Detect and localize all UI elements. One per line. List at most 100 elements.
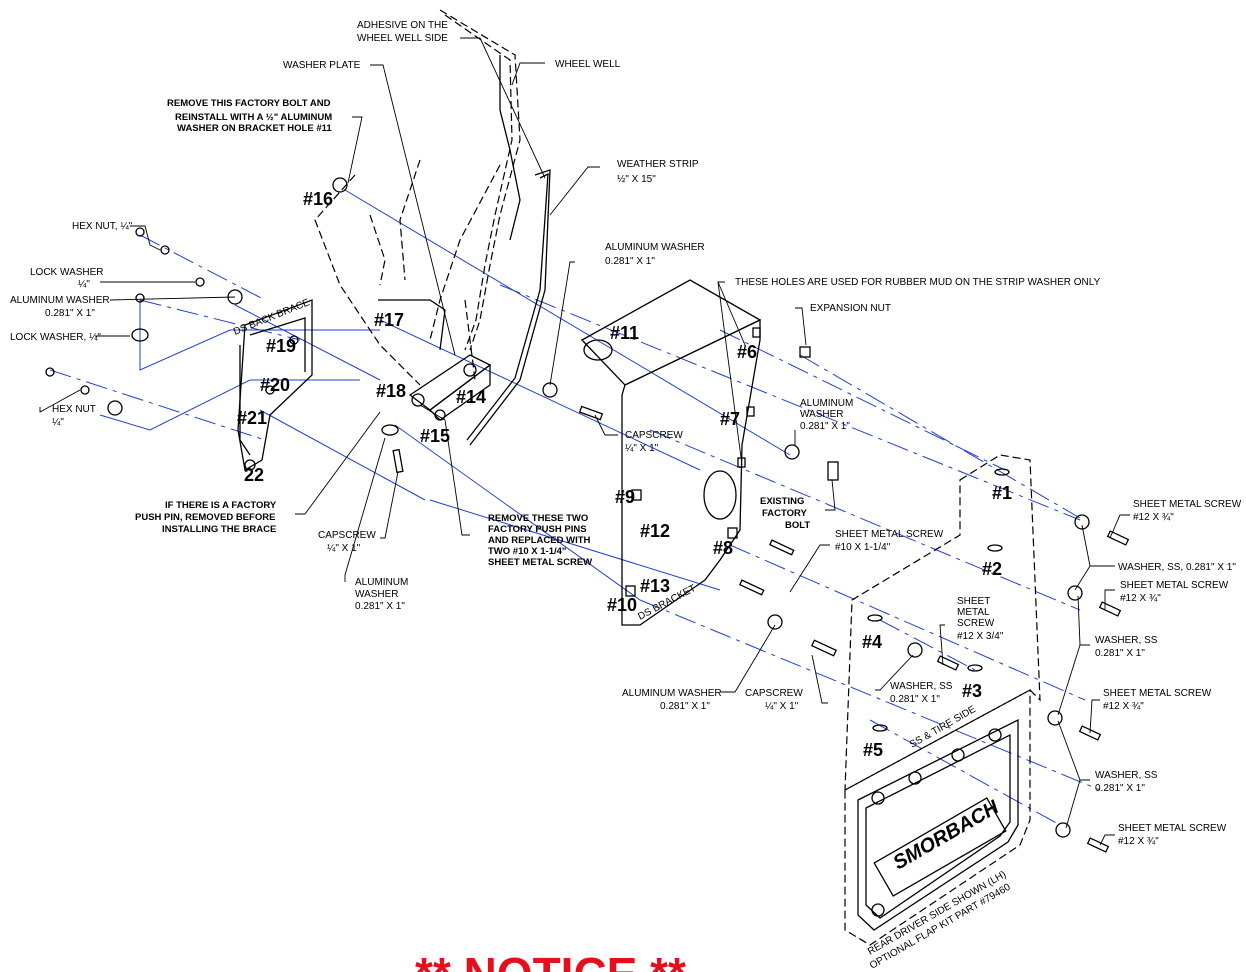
centerlines (49, 189, 1101, 826)
label-remove-pins-3: AND REPLACED WITH (488, 535, 591, 546)
label-aluminum-washer-bl-3: 0.281" X 1" (355, 601, 405, 612)
washer-plate (314, 159, 501, 386)
mud-flap (844, 454, 1041, 946)
label-push-pin-2: PUSH PIN, REMOVED BEFORE (135, 512, 275, 523)
label-lock-washer-top-2: ¼" (78, 278, 90, 290)
label-remove-pins-2: FACTORY PUSH PINS (488, 524, 587, 535)
label-sms-mid-2: METAL (957, 607, 990, 618)
ds-bracket (580, 279, 762, 626)
wheel-well (439, 9, 521, 351)
label-washer-ss-mid-2: 0.281" X 1" (890, 694, 940, 705)
label-sms-r1-2: #12 X ¾" (1133, 512, 1174, 523)
label-washer-ss-mid-1: WASHER, SS (890, 681, 953, 692)
hole-4: #4 (862, 632, 882, 652)
hardware (45, 177, 1130, 853)
ds-back-brace-text: DS BACK BRACE (232, 297, 312, 338)
label-sms-r4-2: #12 X ¾" (1118, 836, 1159, 847)
label-expansion-nut: EXPANSION NUT (810, 303, 891, 314)
label-remove-pins-5: SHEET METAL SCREW (488, 557, 592, 568)
label-washer-ss-r1: WASHER, SS, 0.281" X 1" (1118, 562, 1236, 573)
label-washer-plate: WASHER PLATE (283, 60, 361, 71)
label-capscrew-mid-1: CAPSCREW (625, 430, 683, 441)
label-aluminum-washer-right-1: ALUMINUM (800, 398, 853, 409)
label-capscrew-bottom-2: ¼" X 1" (765, 700, 799, 712)
hole-14: #14 (456, 387, 486, 407)
label-washer-ss-r2-2: 0.281" X 1" (1095, 648, 1145, 659)
label-sms-r1-1: SHEET METAL SCREW (1133, 499, 1242, 510)
label-capscrew-mid-2: ¼" X 1" (625, 442, 659, 454)
label-lock-washer-bottom: LOCK WASHER, ¼" (10, 331, 101, 343)
label-adhesive-2: WHEEL WELL SIDE (357, 33, 448, 44)
notice-heading: ** NOTICE ** (415, 948, 686, 972)
weather-strip (466, 169, 551, 446)
label-sms-r3-2: #12 X ¾" (1103, 701, 1144, 712)
label-hex-nut-bottom-1: HEX NUT (52, 404, 96, 415)
label-aluminum-washer-right-3: 0.281" X 1" (800, 421, 850, 432)
label-hex-nut-top: HEX NUT, ¼" (72, 220, 133, 232)
label-remove-pins-4: TWO #10 X 1-1/4" (488, 546, 566, 557)
hole-9: #9 (615, 487, 635, 507)
hole-16: #16 (303, 189, 333, 209)
hole-7: #7 (720, 409, 740, 429)
label-sms-r2-1: SHEET METAL SCREW (1120, 580, 1229, 591)
label-washer-ss-r2-1: WASHER, SS (1095, 635, 1158, 646)
label-existing-bolt-3: BOLT (785, 520, 810, 531)
label-aluminum-washer-right-2: WASHER (800, 409, 844, 420)
hole-12: #12 (640, 521, 670, 541)
hole-5: #5 (863, 740, 883, 760)
label-lock-washer-top-1: LOCK WASHER (30, 267, 104, 278)
label-aluminum-washer-bl-1: ALUMINUM (355, 577, 408, 588)
label-sms10-2: #10 X 1-1/4" (835, 542, 891, 553)
label-aluminum-washer-left-1: ALUMINUM WASHER (10, 295, 110, 306)
label-existing-bolt-2: FACTORY (762, 508, 808, 519)
hole-19: #19 (266, 336, 296, 356)
hole-11: #11 (610, 323, 639, 343)
hole-21: #21 (237, 408, 267, 428)
label-hex-nut-bottom-2: ¼" (52, 416, 64, 428)
label-weather-strip-2: ½" X 15" (617, 174, 656, 185)
hole-8: #8 (713, 538, 733, 558)
label-capscrew-left-1: CAPSCREW (318, 530, 376, 541)
label-push-pin-3: INSTALLING THE BRACE (162, 524, 276, 535)
brand-text: SMORBACH (890, 796, 1003, 874)
label-push-pin-1: IF THERE IS A FACTORY (165, 500, 277, 511)
hole-2: #2 (982, 559, 1002, 579)
hole-17: #17 (374, 310, 404, 330)
label-existing-bolt-1: EXISTING (760, 496, 804, 507)
label-adhesive-1: ADHESIVE ON THE (357, 20, 448, 31)
label-aluminum-washer-mid-2: 0.281" X 1" (605, 256, 655, 267)
label-sms-r4-1: SHEET METAL SCREW (1118, 823, 1227, 834)
hole-10: #10 (607, 595, 637, 615)
hole-13: #13 (640, 576, 670, 596)
hole-numbers: #1 #2 #3 #4 #5 #6 #7 #8 #9 #10 #11 #12 #… (237, 189, 1012, 760)
label-washer-ss-r3-2: 0.281" X 1" (1095, 783, 1145, 794)
ds-back-brace (237, 299, 313, 472)
label-sms10-1: SHEET METAL SCREW (835, 529, 944, 540)
wheel-well-bracket (408, 354, 492, 421)
hole-22: 22 (244, 465, 264, 485)
label-sms-mid-4: #12 X 3/4" (957, 631, 1004, 642)
label-sms-mid-3: SCREW (957, 618, 995, 629)
hole-6: #6 (737, 342, 757, 362)
label-sms-r2-2: #12 X ¾" (1120, 593, 1161, 604)
hole-1: #1 (992, 483, 1012, 503)
label-aluminum-washer-bl-2: WASHER (355, 589, 399, 600)
label-aluminum-washer-bottom-2: 0.281" X 1" (660, 701, 710, 712)
label-aluminum-washer-mid-1: ALUMINUM WASHER (605, 242, 705, 253)
part-labels: ADHESIVE ON THE WHEEL WELL SIDE WHEEL WE… (10, 20, 1242, 847)
label-remove-pins-1: REMOVE THESE TWO (488, 513, 588, 524)
hole-3: #3 (962, 681, 982, 701)
label-remove-bolt-3: WASHER ON BRACKET HOLE #11 (177, 123, 332, 134)
label-sms-r3-1: SHEET METAL SCREW (1103, 688, 1212, 699)
label-weather-strip-1: WEATHER STRIP (617, 159, 699, 170)
label-capscrew-left-2: ¼" X 1" (327, 542, 361, 554)
label-aluminum-washer-bottom-1: ALUMINUM WASHER (622, 688, 722, 699)
optional-flap-kit-text: OPTIONAL FLAP KIT PART #79460 (868, 882, 1013, 972)
label-aluminum-washer-left-2: 0.281" X 1" (45, 308, 95, 319)
label-remove-bolt-2: REINSTALL WITH A ½" ALUMINUM (175, 112, 332, 123)
hole-18: #18 (376, 381, 406, 401)
label-capscrew-bottom-1: CAPSCREW (745, 688, 803, 699)
hole-15: #15 (420, 426, 450, 446)
label-remove-bolt-1: REMOVE THIS FACTORY BOLT AND (167, 98, 331, 109)
